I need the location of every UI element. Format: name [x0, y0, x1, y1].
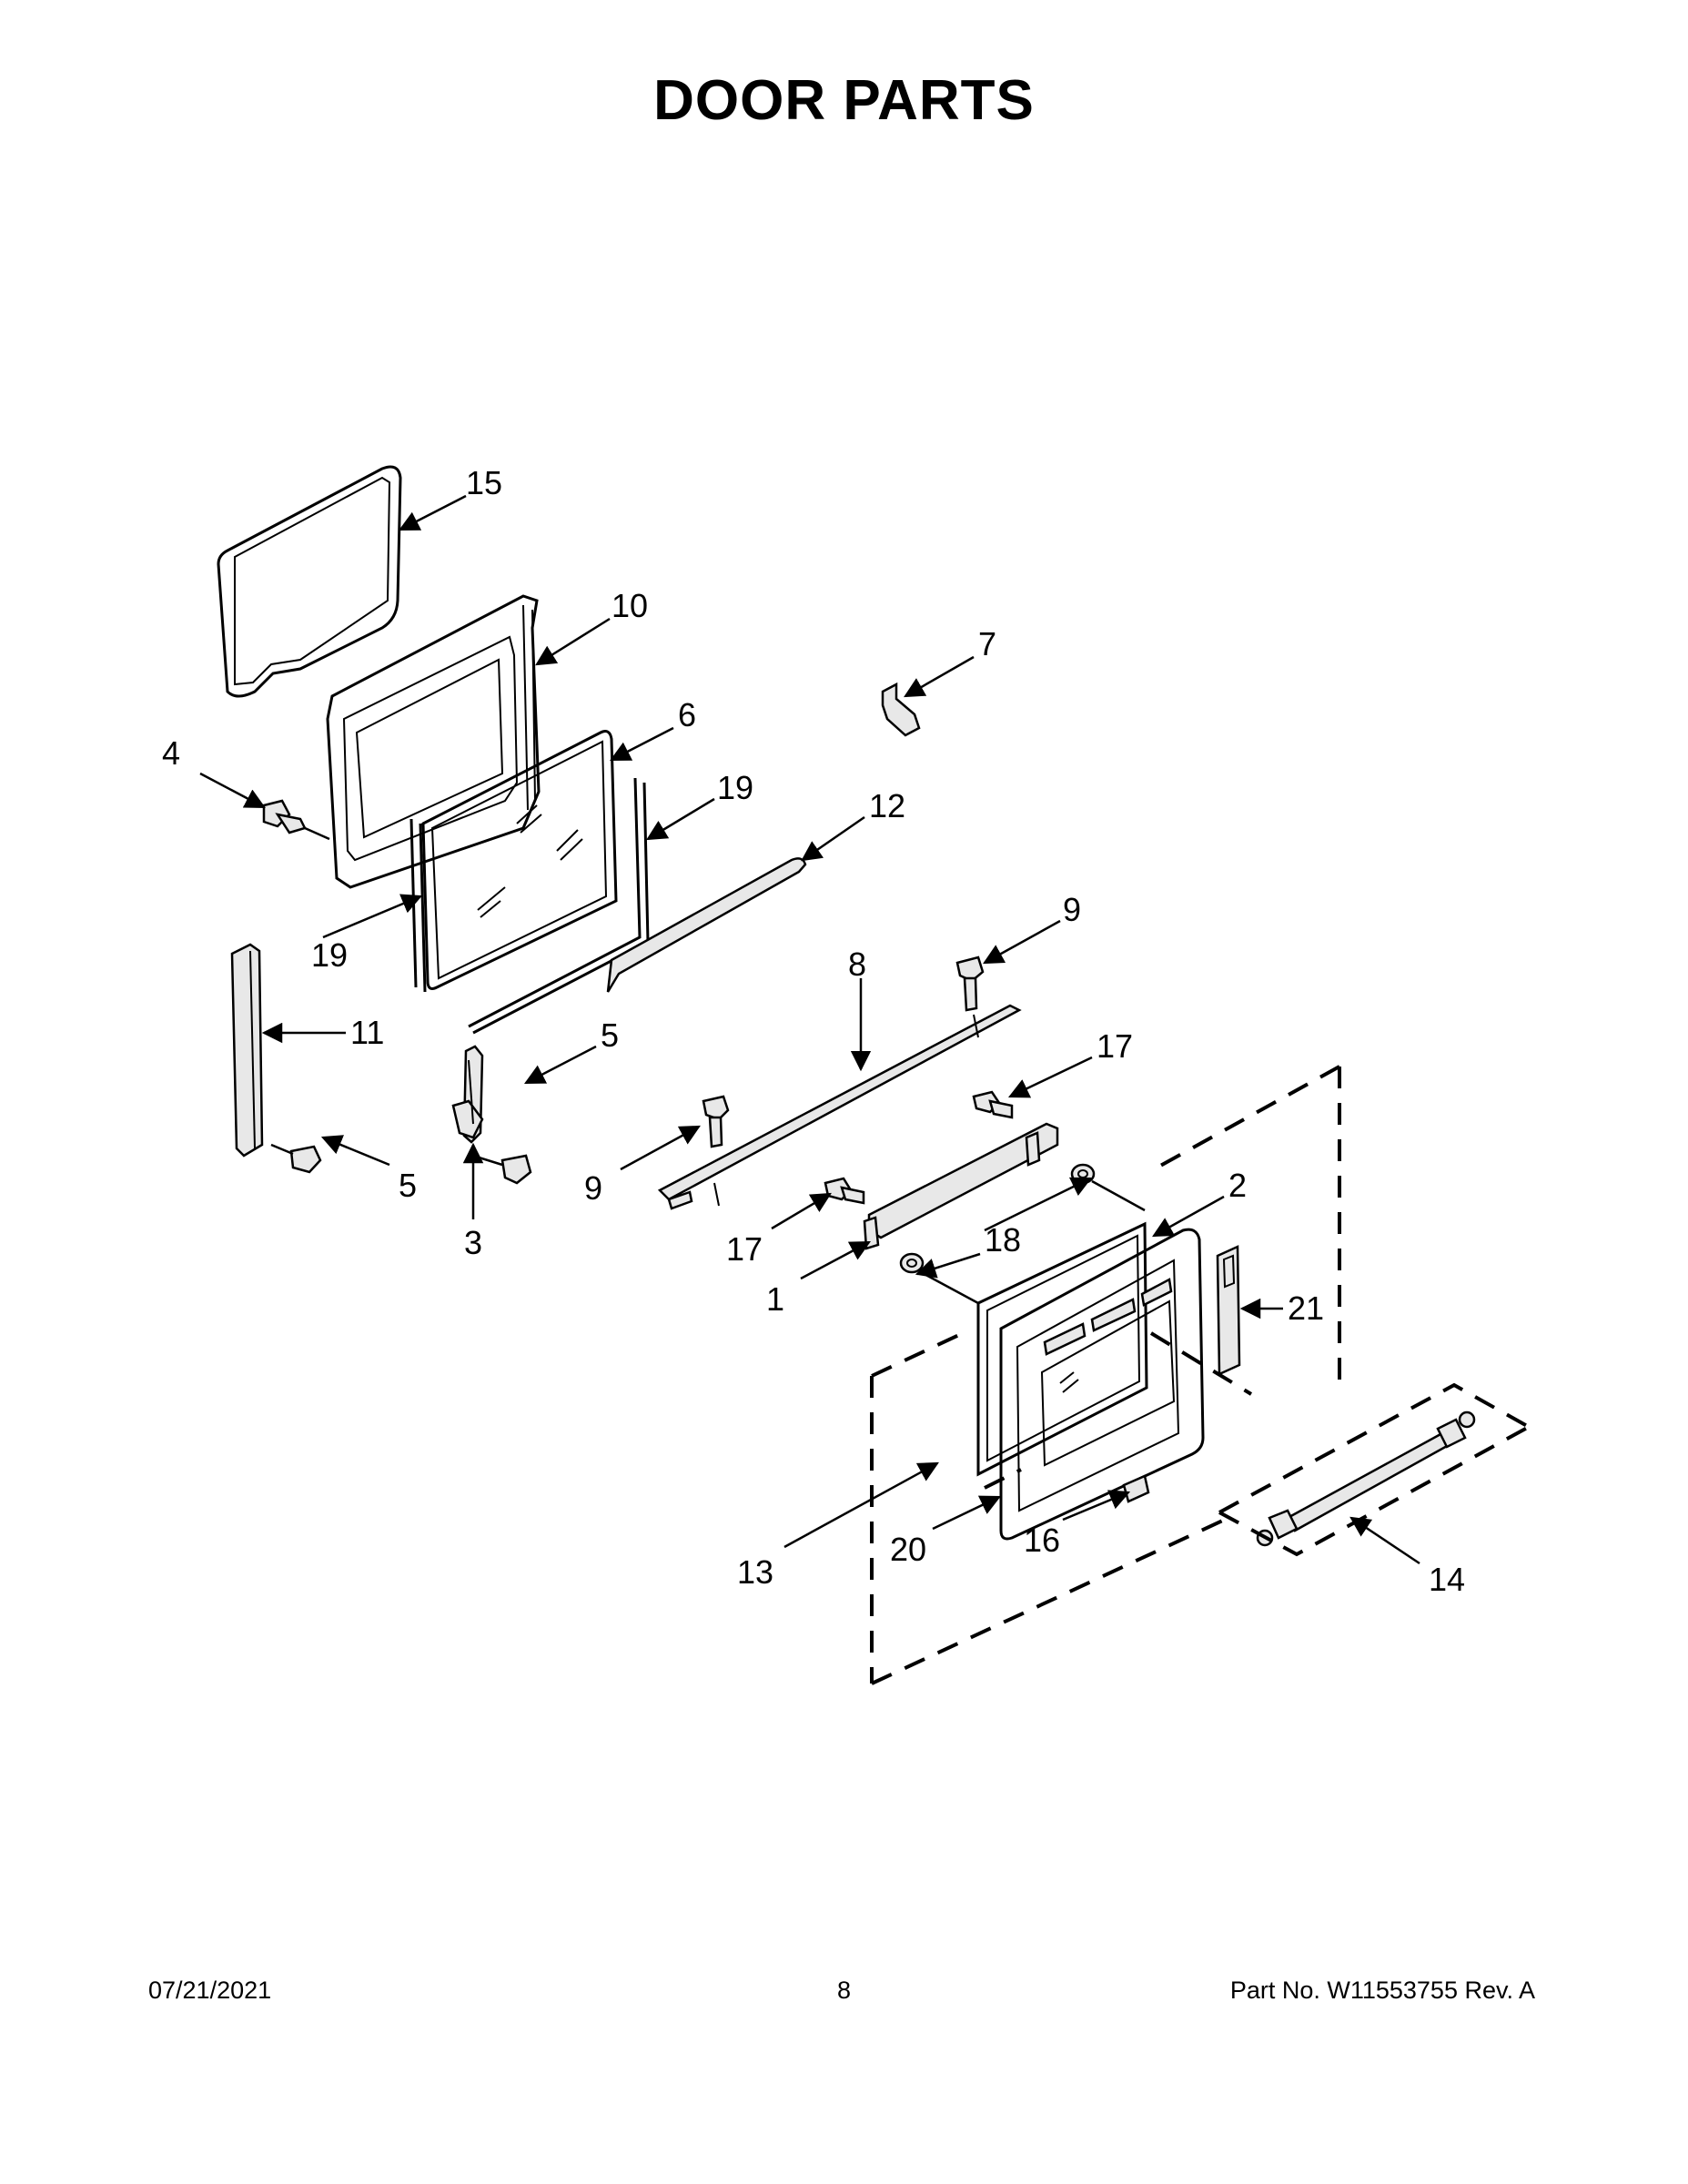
callout-21: 21	[1288, 1289, 1324, 1327]
part-14-handle	[1256, 1410, 1476, 1547]
callout-15: 15	[466, 464, 502, 501]
part-1-bracket	[863, 1122, 1059, 1250]
callout-12: 12	[869, 787, 905, 824]
part-5-screw-right	[472, 1154, 532, 1185]
footer-page-number: 8	[836, 1977, 852, 2004]
part-18-grommet-upper	[1070, 1163, 1096, 1185]
part-16-clip	[1122, 1474, 1150, 1503]
callout-2: 2	[1228, 1167, 1247, 1204]
part-21-side-bracket	[1216, 1245, 1241, 1376]
footer-part-number: Part No. W11553755 Rev. A	[1229, 1977, 1535, 2004]
callout-20: 20	[890, 1531, 926, 1568]
part-8-channel	[657, 1004, 1022, 1210]
callout-16: 16	[1024, 1522, 1060, 1559]
callout-6: 6	[678, 696, 696, 733]
footer-date: 07/21/2021	[148, 1977, 272, 2004]
callout-1: 1	[766, 1280, 784, 1318]
callout-5-right: 5	[601, 1016, 619, 1054]
callout-7: 7	[978, 625, 996, 662]
leader-lines	[199, 494, 1420, 1565]
part-5-screw-left	[270, 1143, 322, 1174]
part-7-clip	[881, 682, 921, 737]
part-9-screw-top	[955, 956, 985, 1012]
assembly-dashed-outline	[870, 1065, 1341, 1685]
callout-19-left: 19	[311, 936, 348, 974]
callout-9-bottom: 9	[584, 1169, 602, 1207]
page-title: DOOR PARTS	[653, 69, 1035, 132]
callout-3: 3	[464, 1224, 482, 1261]
part-17-screw-lower	[824, 1177, 865, 1205]
callout-19-right: 19	[717, 769, 753, 806]
callout-8: 8	[848, 945, 866, 983]
callout-5-left: 5	[399, 1167, 417, 1204]
callout-17-upper: 17	[1097, 1027, 1133, 1065]
part-6-door-glass	[421, 730, 618, 990]
part-17-screw-upper	[972, 1090, 1014, 1119]
callout-9-top: 9	[1063, 891, 1081, 928]
part-4-screw	[262, 799, 330, 841]
callout-10: 10	[612, 587, 648, 624]
callout-labels: 15 10 7 6 4 19 12 19 9 8 11 5 17 5 9 3 2…	[162, 464, 1465, 1598]
part-2-gasket	[976, 1221, 1148, 1477]
part-9-screw-bottom	[702, 1095, 730, 1148]
part-11-hinge-bracket	[230, 943, 264, 1158]
callout-13: 13	[737, 1553, 773, 1591]
callout-18: 18	[985, 1221, 1021, 1259]
callout-14: 14	[1429, 1561, 1465, 1598]
callout-11: 11	[350, 1014, 384, 1051]
callout-17-lower: 17	[726, 1230, 763, 1268]
handle-dashed-outline	[1218, 1382, 1530, 1557]
part-3-hinge	[451, 1045, 484, 1144]
part-18-grommet-lower	[899, 1252, 925, 1274]
callout-4: 4	[162, 734, 180, 772]
part-20-outer-door	[999, 1228, 1205, 1541]
part-15-door-gasket	[217, 465, 402, 698]
